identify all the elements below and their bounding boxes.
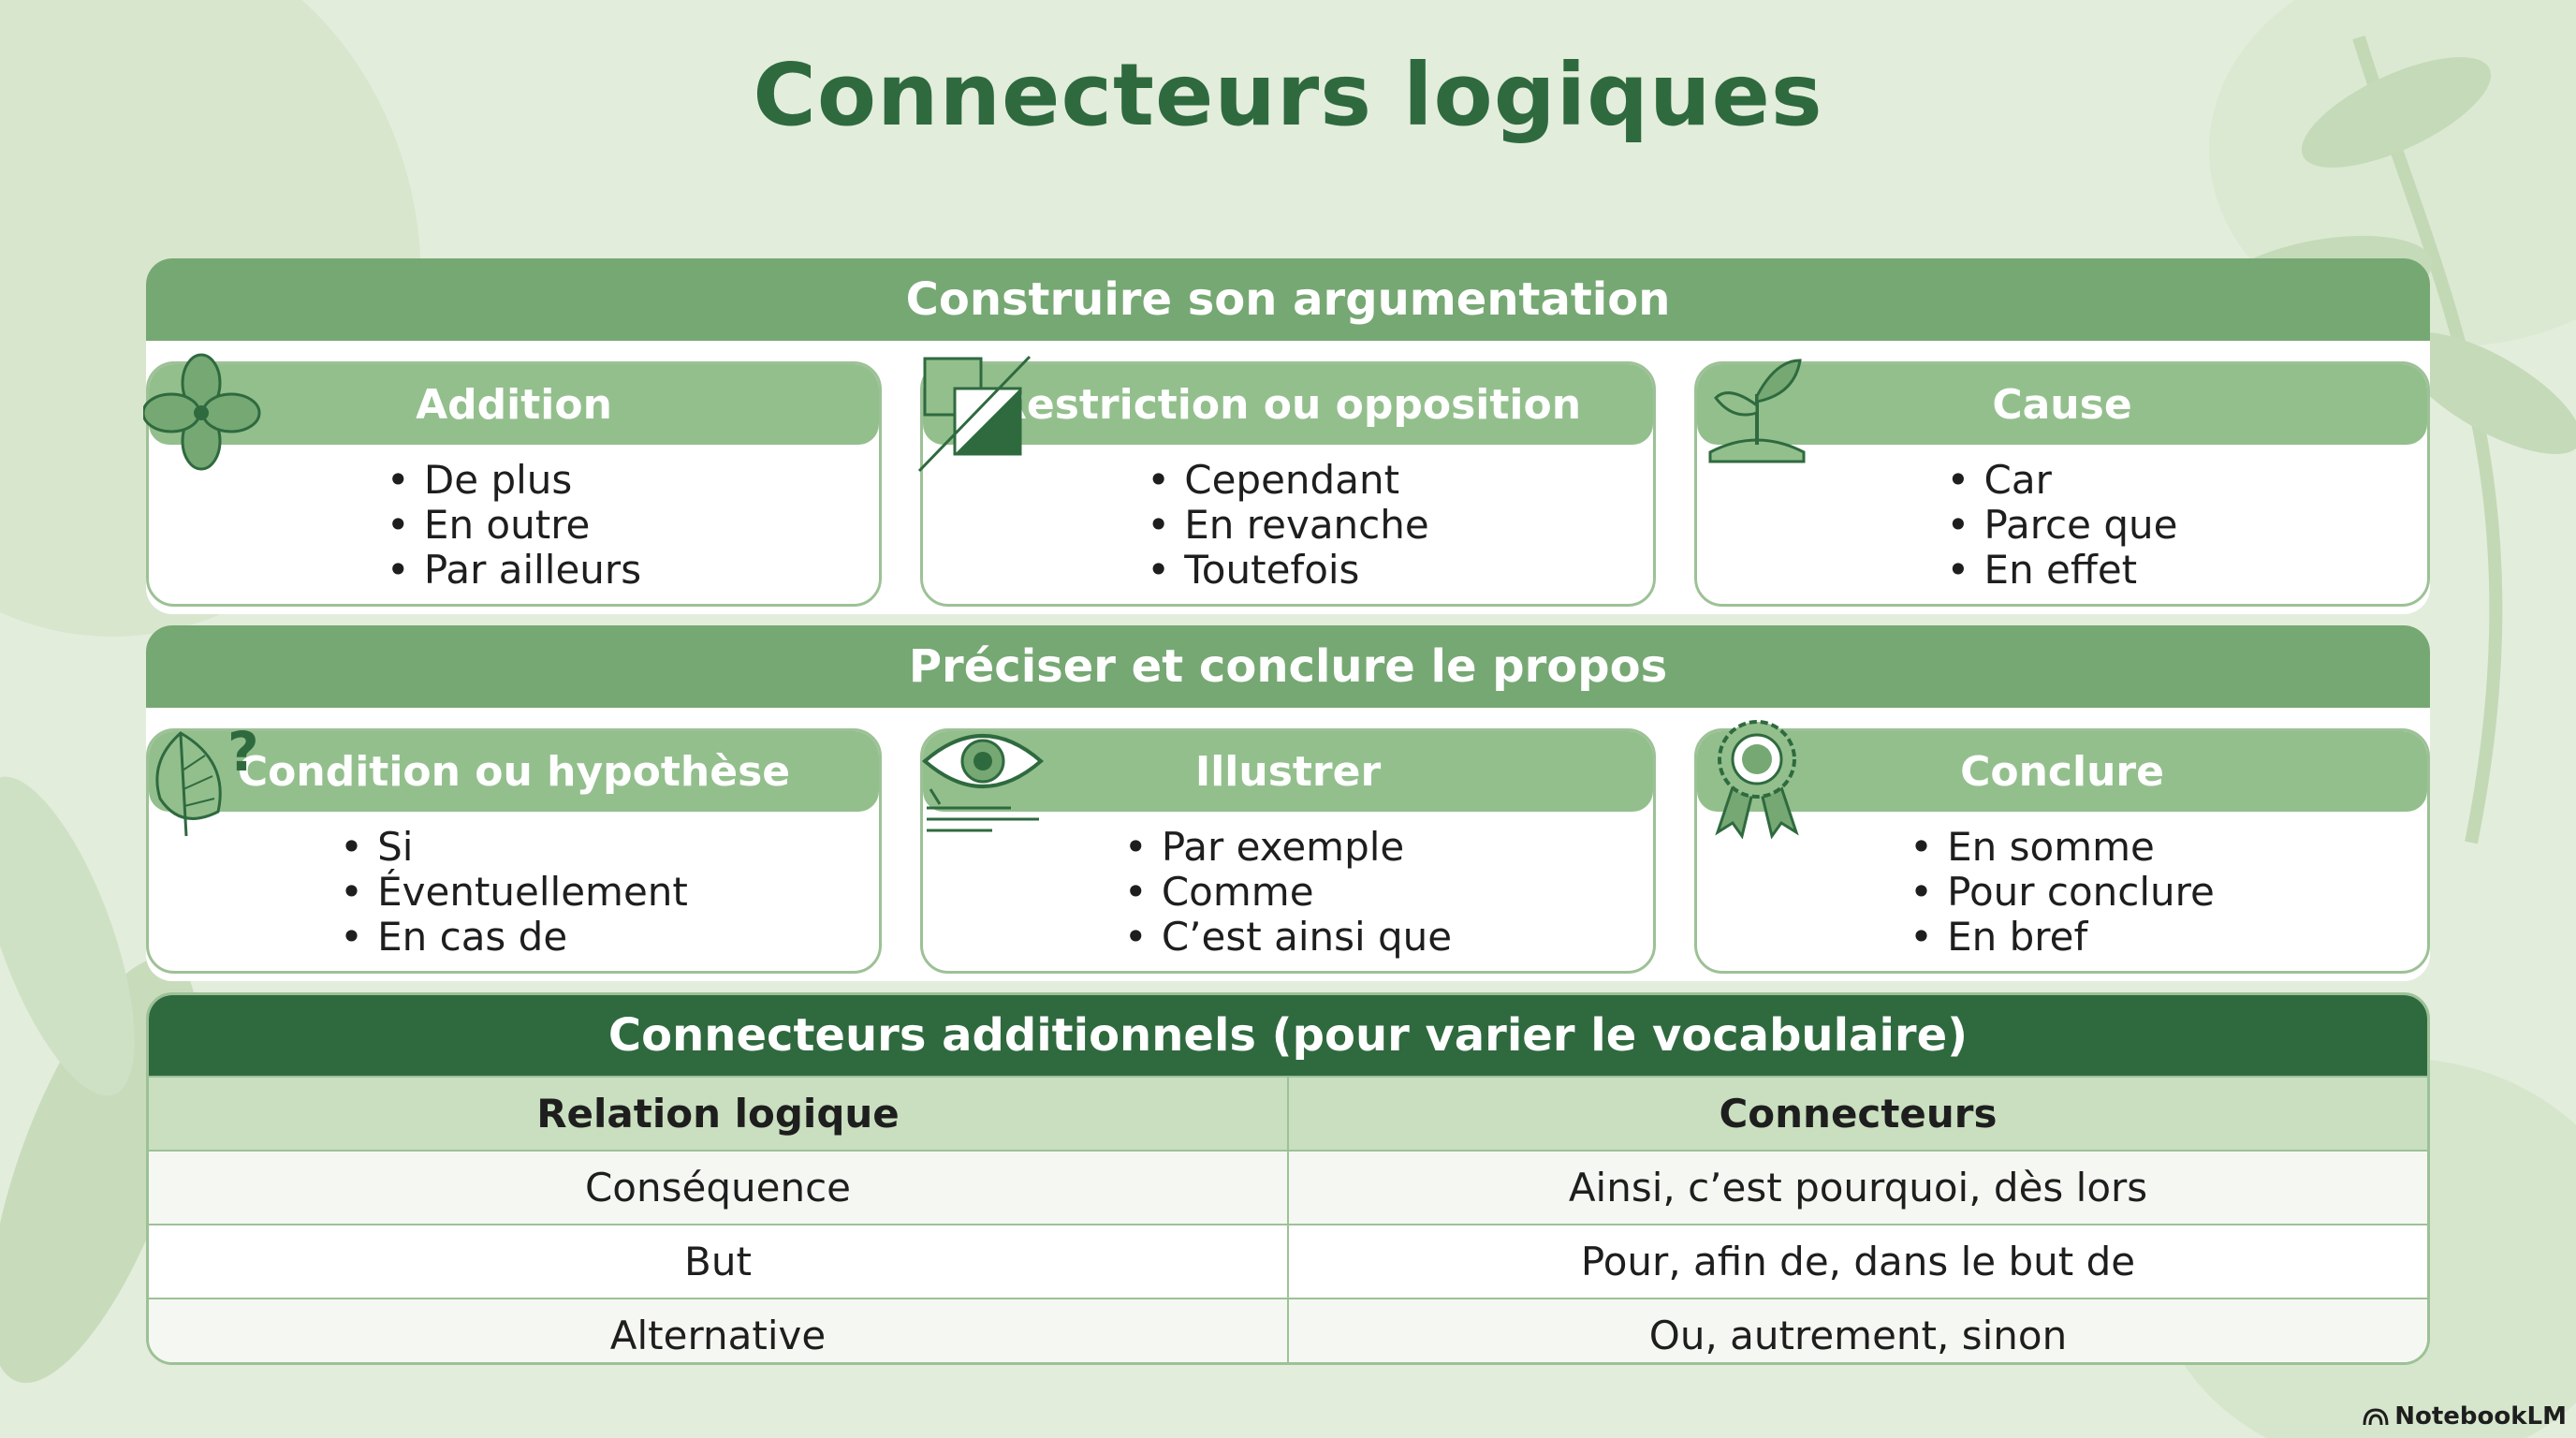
card-cause: Cause Car Parce que En effet (1694, 359, 2430, 607)
card-illustrer: Illustrer Par exemple Comme C’est ainsi … (920, 728, 1656, 974)
connector-list: Cependant En revanche Toutefois (923, 458, 1653, 594)
card-restriction: Restriction ou opposition Cependant En r… (917, 355, 1656, 607)
relation-cell: But (684, 1239, 752, 1284)
brand-name: NotebookLM (2394, 1402, 2567, 1431)
list-item: Pour conclure (1910, 870, 2215, 916)
column-header: Relation logique (536, 1091, 900, 1137)
card-title: Addition (149, 364, 879, 445)
card-addition: Addition De plus En outre Par ailleurs (143, 353, 882, 607)
card-title: Condition ou hypothèse (149, 731, 879, 812)
table-row: But Pour, afin de, dans le but de (149, 1224, 2427, 1298)
connector-list: Par exemple Comme C’est ainsi que (923, 825, 1653, 961)
list-item: Car (1947, 458, 2178, 504)
eye-icon (921, 734, 1045, 832)
column-header: Connecteurs (1287, 1078, 2427, 1150)
table-title: Connecteurs additionnels (pour varier le… (149, 995, 2427, 1076)
table-row: Alternative Ou, autrement, sinon (149, 1298, 2427, 1362)
card-condition: Condition ou hypothèse ? Si Éventuelleme… (146, 720, 882, 974)
split-squares-icon (917, 355, 1032, 473)
sprout-icon (1708, 359, 1806, 463)
list-item: En somme (1910, 825, 2215, 871)
list-item: En outre (387, 503, 641, 549)
card-conclure: Conclure En somme Pour conclure En bref (1694, 720, 2430, 974)
list-item: En cas de (340, 915, 688, 961)
connector-list: De plus En outre Par ailleurs (149, 458, 879, 594)
leaf-question-icon: ? (155, 720, 259, 837)
section-header: Construire son argumentation (146, 258, 2430, 341)
list-item: En bref (1910, 915, 2215, 961)
notebooklm-logo-icon (2363, 1408, 2389, 1426)
table-header-row: Relation logique Connecteurs (149, 1076, 2427, 1150)
card-title: Illustrer (923, 731, 1653, 812)
connector-list: Si Éventuellement En cas de (149, 825, 879, 961)
list-item: En revanche (1147, 503, 1428, 549)
relation-cell: Conséquence (584, 1165, 852, 1211)
connectors-cell: Ou, autrement, sinon (1287, 1299, 2427, 1362)
list-item: Cependant (1147, 458, 1428, 504)
list-item: De plus (387, 458, 641, 504)
relation-cell: Alternative (609, 1313, 827, 1358)
award-ribbon-icon (1715, 720, 1799, 840)
list-item: Si (340, 825, 688, 871)
svg-text:?: ? (227, 720, 259, 784)
clover-icon (143, 353, 261, 471)
section-preciser-conclure: Préciser et conclure le propos Condition… (146, 625, 2430, 981)
table-row: Conséquence Ainsi, c’est pourquoi, dès l… (149, 1150, 2427, 1224)
list-item: Comme (1124, 870, 1452, 916)
list-item: Parce que (1947, 503, 2178, 549)
list-item: C’est ainsi que (1124, 915, 1452, 961)
list-item: Par exemple (1124, 825, 1452, 871)
section-argumentation: Construire son argumentation Addition De… (143, 258, 2430, 614)
connectors-cell: Ainsi, c’est pourquoi, dès lors (1287, 1152, 2427, 1224)
card-title: Conclure (1697, 731, 2427, 812)
connectors-cell: Pour, afin de, dans le but de (1287, 1225, 2427, 1298)
card-title: Restriction ou opposition (923, 364, 1653, 445)
page-title: Connecteurs logiques (753, 45, 1823, 145)
additional-connectors-table: Connecteurs additionnels (pour varier le… (146, 992, 2430, 1365)
card-title: Cause (1697, 364, 2427, 445)
list-item: Éventuellement (340, 870, 688, 916)
brand-watermark: NotebookLM (2363, 1402, 2567, 1431)
connector-list: Car Parce que En effet (1697, 458, 2427, 594)
section-header: Préciser et conclure le propos (146, 625, 2430, 708)
list-item: Par ailleurs (387, 548, 641, 594)
list-item: Toutefois (1147, 548, 1428, 594)
connector-list: En somme Pour conclure En bref (1697, 825, 2427, 961)
list-item: En effet (1947, 548, 2178, 594)
